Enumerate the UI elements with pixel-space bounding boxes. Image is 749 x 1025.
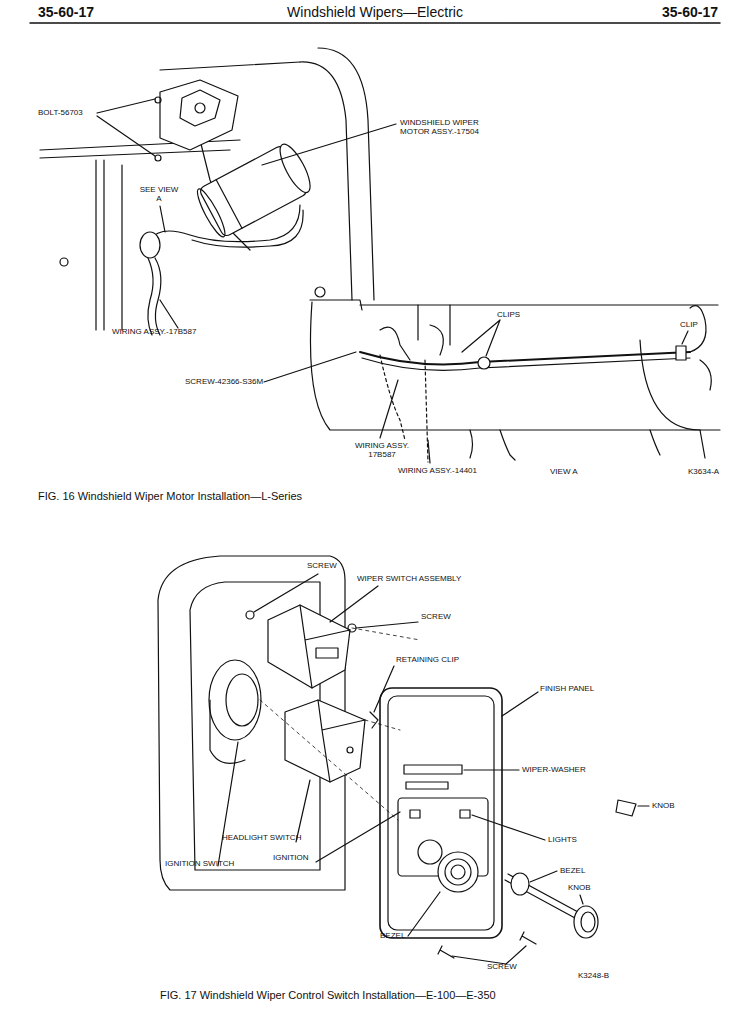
callout-label: RETAINING CLIP <box>396 655 459 664</box>
callout-label: WIPER SWITCH ASSEMBLY <box>357 574 461 583</box>
callout-label: BOLT-56703 <box>38 108 83 117</box>
figure-code: K3248-B <box>578 971 609 980</box>
page-number: 35-60-17 <box>662 4 718 20</box>
callout-label: HEADLIGHT SWITCH <box>222 833 301 842</box>
figure-code: K3634-A <box>688 467 719 476</box>
callout-label: SEE VIEW A <box>137 185 181 203</box>
callout-label: IGNITION SWITCH <box>165 859 234 868</box>
page-number: 35-60-17 <box>38 4 94 20</box>
callout-label: FINISH PANEL <box>540 684 594 693</box>
callout-label: BEZEL <box>560 866 585 875</box>
view-label: VIEW A <box>550 467 578 476</box>
callout-label: SCREW-42366-S36M <box>185 377 263 386</box>
callout-label: IGNITION <box>273 853 309 862</box>
callout-label: SCREW <box>307 561 337 570</box>
callout-label: KNOB <box>652 801 675 810</box>
callout-label: WIRING ASSY. 17B587 <box>352 441 412 459</box>
figure-caption: FIG. 16 Windshield Wiper Motor Installat… <box>38 490 302 503</box>
callout-label: SCREW <box>487 962 517 971</box>
callout-label: WIRING ASSY.-14401 <box>398 466 477 475</box>
callout-label: WIRING ASSY.-17B587 <box>112 327 196 336</box>
callout-label: WIPER-WASHER <box>522 765 586 774</box>
callout-label: CLIPS <box>497 310 520 319</box>
callout-label: LIGHTS <box>548 835 577 844</box>
callout-label: KNOB <box>568 883 591 892</box>
callout-label: SCREW <box>421 612 451 621</box>
callout-label: CLIP <box>680 320 698 329</box>
callout-label: BEZEL <box>380 931 405 940</box>
page-header: Windshield Wipers—Electric <box>250 4 500 20</box>
figure-caption: FIG. 17 Windshield Wiper Control Switch … <box>160 989 496 1002</box>
callout-label: WINDSHIELD WIPER MOTOR ASSY.-17504 <box>400 118 495 136</box>
